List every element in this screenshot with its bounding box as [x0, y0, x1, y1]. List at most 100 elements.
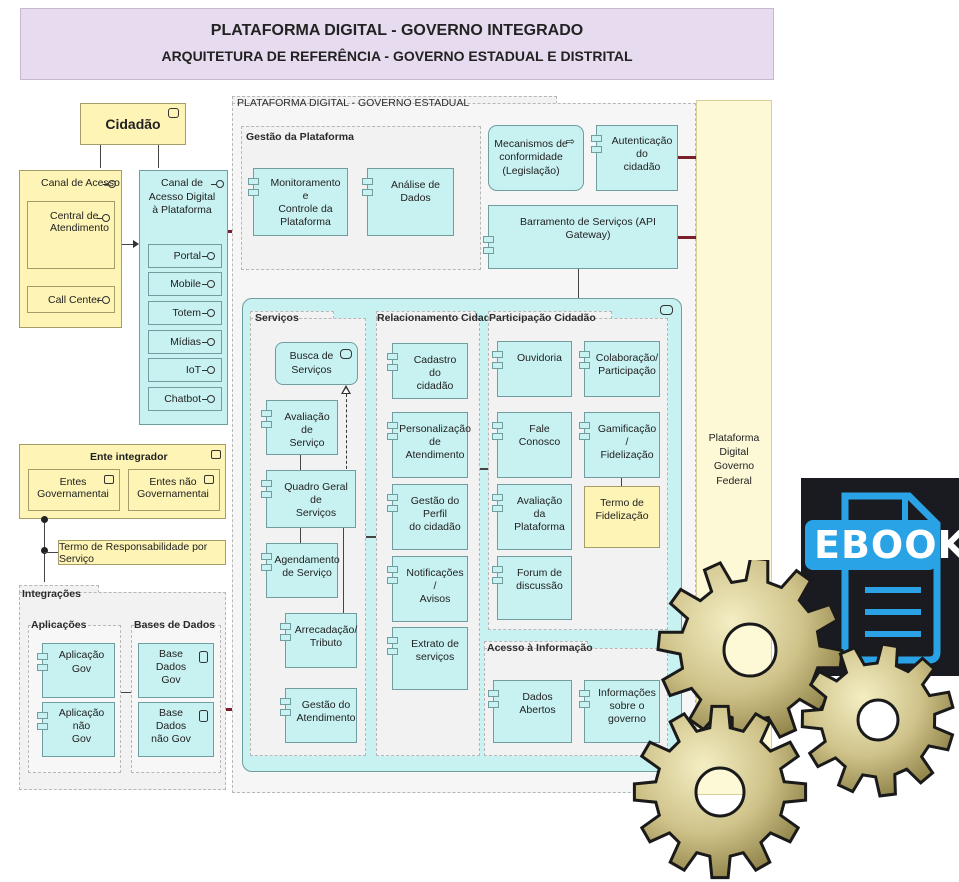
cadastro-cidadao: Cadastro do cidadão	[387, 343, 468, 399]
component-port	[362, 189, 373, 196]
canal-de-acesso-title: Canal de Acesso	[41, 177, 120, 189]
gear-icon	[656, 560, 844, 744]
component-port	[579, 701, 590, 708]
service-icon	[340, 349, 352, 359]
base-dados-nao-gov-label: Base Dados não Gov	[151, 706, 191, 746]
connector-dot	[41, 516, 48, 523]
connector	[480, 468, 488, 470]
connector	[621, 478, 622, 486]
channel-label: Chatbot	[164, 393, 201, 405]
component-port	[579, 433, 590, 440]
arrow-icon	[133, 240, 139, 248]
component-port	[492, 494, 503, 501]
informacoes-governo: Informações sobre o governo	[579, 680, 660, 743]
informacoes-governo-label: Informações sobre o governo	[598, 687, 656, 726]
canal-de-acesso-group: Canal de Acesso Central de Atendimento C…	[19, 170, 122, 328]
mecanismos-conformidade-label: Mecanismos de conformidade (Legislação)	[494, 138, 568, 177]
quadro-geral-servicos-label: Quadro Geral de Serviços	[284, 481, 348, 520]
gestao-plataforma-title: Gestão da Plataforma	[246, 131, 354, 143]
relacionamento-tab	[376, 311, 476, 319]
entes-governamentais-label: Entes Governamentai	[37, 476, 109, 500]
component-port	[37, 653, 48, 660]
component-port	[261, 421, 272, 428]
component-port	[387, 505, 398, 512]
colaboracao-participacao: Colaboração/ Participação	[579, 341, 660, 397]
gears-icon	[632, 560, 955, 880]
actor-icon	[168, 108, 179, 118]
component-port	[387, 422, 398, 429]
component-port	[261, 564, 272, 571]
channel-portal: Portal	[148, 244, 222, 268]
gestao-perfil-cidadao-label: Gestão do Perfil do cidadão	[409, 495, 461, 534]
component-port	[37, 712, 48, 719]
monitoramento-controle-label: Monitoramento e Controle da Plataforma	[270, 177, 341, 229]
monitoramento-controle: Monitoramento e Controle da Plataforma	[248, 168, 348, 236]
colaboracao-participacao-label: Colaboração/ Participação	[595, 352, 659, 378]
cadastro-cidadao-label: Cadastro do cidadão	[413, 354, 457, 393]
component-port	[387, 364, 398, 371]
component-port	[280, 634, 291, 641]
entes-nao-governamentais: Entes não Governamentai	[128, 469, 220, 511]
gear-icon	[800, 642, 955, 798]
interface-icon	[103, 180, 116, 188]
component-port	[248, 189, 259, 196]
servicos-title: Serviços	[255, 312, 299, 324]
federal-platform-label: Plataforma Digital Governo Federal	[708, 432, 760, 487]
dados-abertos: Dados Abertos	[488, 680, 572, 743]
component-port	[362, 178, 373, 185]
cidadao-label: Cidadão	[105, 116, 161, 132]
analise-dados: Análise de Dados	[362, 168, 454, 236]
component-port	[261, 480, 272, 487]
ente-integrador-title: Ente integrador	[90, 451, 168, 463]
component-port	[248, 178, 259, 185]
integracoes-title: Integrações	[22, 588, 81, 600]
relacionamento-title: Relacionamento Cidadão	[377, 312, 503, 324]
participacao-title: Participação Cidadão	[489, 312, 596, 324]
connector	[300, 528, 301, 543]
acesso-informacao-tab	[484, 641, 588, 649]
quadro-geral-servicos: Quadro Geral de Serviços	[261, 470, 356, 528]
servicos-tab	[250, 311, 334, 319]
component-port	[483, 236, 494, 243]
channel-label: Mídias	[170, 336, 201, 348]
barramento-servicos: Barramento de Serviços (API Gateway)	[483, 205, 678, 269]
connector-dot	[41, 547, 48, 554]
connector	[44, 552, 58, 553]
interface-icon	[202, 309, 215, 317]
interface-icon	[202, 366, 215, 374]
component-port	[492, 351, 503, 358]
component-port	[492, 422, 503, 429]
forum-discussao-label: Forum de discussão	[516, 567, 563, 593]
notificacoes-avisos-label: Notificações / Avisos	[406, 567, 464, 606]
central-atendimento-label: Central de Atendimento	[50, 210, 109, 234]
component-port	[280, 623, 291, 630]
component-port	[261, 553, 272, 560]
ebook-icon: EBOOK	[801, 478, 959, 676]
component-port	[387, 566, 398, 573]
extrato-servicos: Extrato de serviços	[387, 627, 468, 690]
agendamento-servico: Agendamento de Serviço	[261, 543, 340, 598]
dashed-connector	[346, 394, 347, 474]
entes-nao-governamentais-label: Entes não Governamentai	[137, 476, 209, 500]
call-center: Call Center	[27, 286, 115, 313]
component-port	[387, 577, 398, 584]
busca-servicos: Busca de Serviços	[275, 342, 358, 385]
component-port	[280, 709, 291, 716]
connector	[366, 536, 376, 538]
busca-servicos-label: Busca de Serviços	[289, 350, 334, 376]
interface-icon	[202, 395, 215, 403]
gamificacao-fidelizacao-label: Gamificação / Fidelização	[597, 423, 657, 462]
generalization-arrow-icon-fill	[343, 388, 349, 393]
connector	[122, 244, 136, 245]
termo-fidelizacao: Termo de Fidelização	[584, 486, 660, 548]
database-icon	[199, 710, 208, 722]
gestao-perfil-cidadao: Gestão do Perfil do cidadão	[387, 484, 468, 550]
component-port	[387, 637, 398, 644]
base-dados-gov: Base Dados Gov	[138, 643, 214, 698]
component-port	[261, 491, 272, 498]
connector	[678, 236, 696, 239]
central-atendimento: Central de Atendimento	[27, 201, 115, 269]
aplicacao-nao-gov: Aplicação não Gov	[37, 702, 115, 757]
component-port	[579, 422, 590, 429]
channel-label: Totem	[172, 307, 201, 319]
